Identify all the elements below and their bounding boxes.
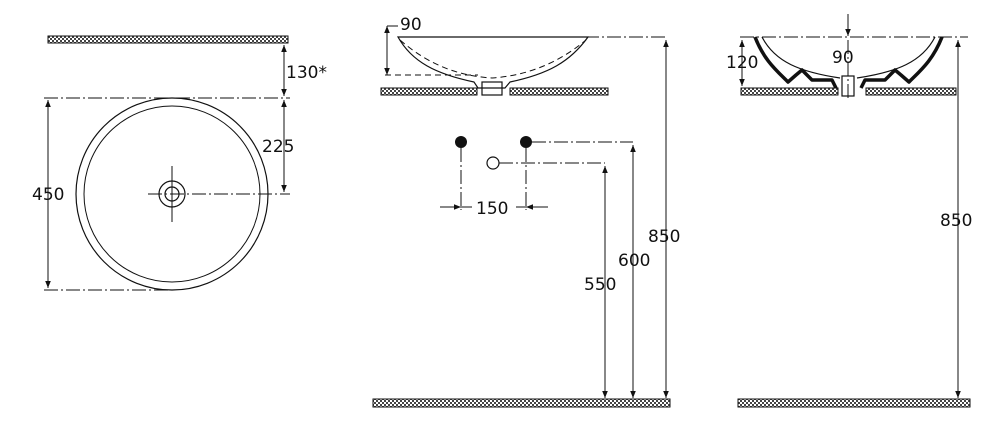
dim-130-label: 130*	[286, 63, 327, 83]
bowl-section-right	[859, 36, 944, 89]
bowl-inner-right	[856, 36, 936, 79]
dim-150-label: 150	[476, 199, 508, 219]
waste-outlet	[486, 156, 500, 170]
dim-550-label: 550	[584, 275, 616, 295]
counter-section-left	[740, 87, 839, 96]
counter-right	[509, 87, 609, 96]
section-view: 90 120 850	[726, 14, 972, 408]
floor-section	[737, 398, 971, 408]
dim-850-side-label: 850	[940, 211, 972, 231]
dim-850-front-label: 850	[648, 227, 680, 247]
top-view: 130* 225 450	[32, 35, 327, 291]
counter-section-right	[865, 87, 957, 96]
basin-inner-dash	[399, 39, 587, 79]
counter-left	[380, 87, 478, 96]
tap-right	[520, 136, 532, 148]
bowl-inner-left	[761, 36, 841, 79]
tap-left	[455, 136, 467, 148]
dim-90-section-label: 90	[832, 48, 854, 68]
waste-pipe	[481, 81, 503, 96]
basin-profile	[396, 36, 590, 89]
dim-225-label: 225	[262, 137, 294, 157]
dim-120-label: 120	[726, 53, 758, 73]
front-view: 90 150 550 600 850	[372, 15, 680, 408]
dim-90-label: 90	[400, 15, 422, 35]
dim-600-label: 600	[618, 251, 650, 271]
dim-450-label: 450	[32, 185, 64, 205]
floor-front	[372, 398, 671, 408]
wall-slab	[47, 35, 289, 44]
bowl-section-left	[753, 36, 838, 89]
